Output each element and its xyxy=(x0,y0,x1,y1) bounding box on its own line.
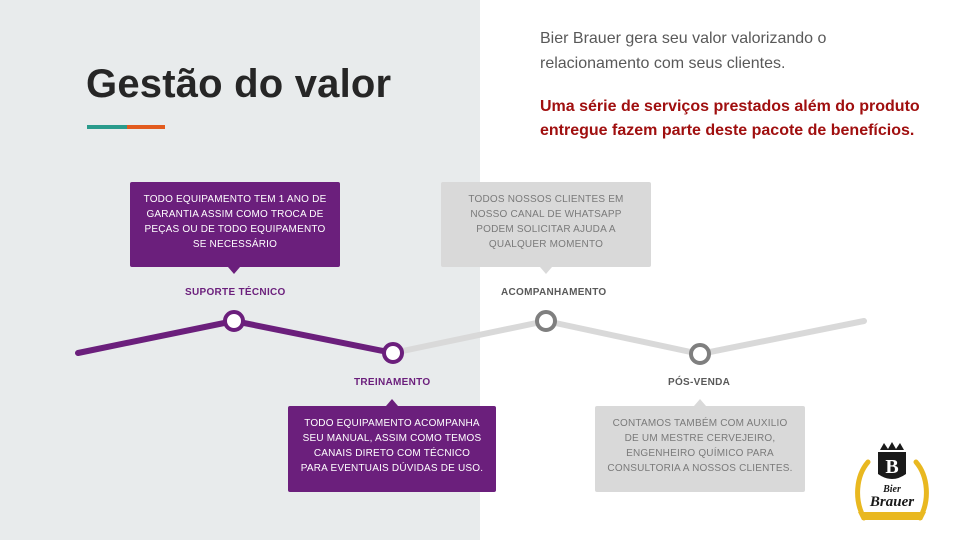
callout-treinamento: TODO EQUIPAMENTO ACOMPANHA SEU MANUAL, A… xyxy=(288,399,496,492)
callout-acompanhamento-text: TODOS NOSSOS CLIENTES EM NOSSO CANAL DE … xyxy=(468,194,624,250)
stage-label-treinamento: TREINAMENTO xyxy=(354,377,431,388)
timeline-node-suporte xyxy=(223,310,245,332)
callout-pos-venda: CONTAMOS TAMBÉM COM AUXILIO DE UM MESTRE… xyxy=(595,399,805,492)
logo-text-top: Bier xyxy=(882,484,901,495)
slide-title: Gestão do valor xyxy=(86,62,392,106)
timeline-node-acompanhamento xyxy=(535,310,557,332)
callout-suporte-pointer xyxy=(228,267,240,274)
timeline-node-treinamento xyxy=(382,342,404,364)
intro-text: Bier Brauer gera seu valor valorizando o… xyxy=(540,30,827,72)
callout-acompanhamento-pointer xyxy=(540,267,552,274)
stage-label-suporte: SUPORTE TÉCNICO xyxy=(185,287,286,298)
bier-brauer-logo: B Bier Brauer xyxy=(855,442,929,521)
callout-acompanhamento: TODOS NOSSOS CLIENTES EM NOSSO CANAL DE … xyxy=(441,182,651,274)
callout-pos-venda-text: CONTAMOS TAMBÉM COM AUXILIO DE UM MESTRE… xyxy=(607,418,793,474)
stage-label-pos-venda: PÓS-VENDA xyxy=(668,377,731,388)
logo-text-main: Brauer xyxy=(869,494,914,510)
highlight-text: Uma série de serviços prestados além do … xyxy=(540,98,920,139)
stage-label-acompanhamento: ACOMPANHAMENTO xyxy=(501,287,607,298)
logo-monogram: B xyxy=(885,456,898,478)
callout-suporte-text: TODO EQUIPAMENTO TEM 1 ANO DE GARANTIA A… xyxy=(143,194,327,250)
accent-bar-orange xyxy=(127,125,165,129)
callout-suporte: TODO EQUIPAMENTO TEM 1 ANO DE GARANTIA A… xyxy=(130,182,340,274)
timeline-line-gray xyxy=(390,318,867,357)
callout-treinamento-text: TODO EQUIPAMENTO ACOMPANHA SEU MANUAL, A… xyxy=(300,418,484,474)
timeline-node-pos-venda xyxy=(689,343,711,365)
accent-bar-teal xyxy=(87,125,127,129)
callout-pos-venda-pointer xyxy=(694,399,706,406)
callout-treinamento-pointer xyxy=(386,399,398,406)
